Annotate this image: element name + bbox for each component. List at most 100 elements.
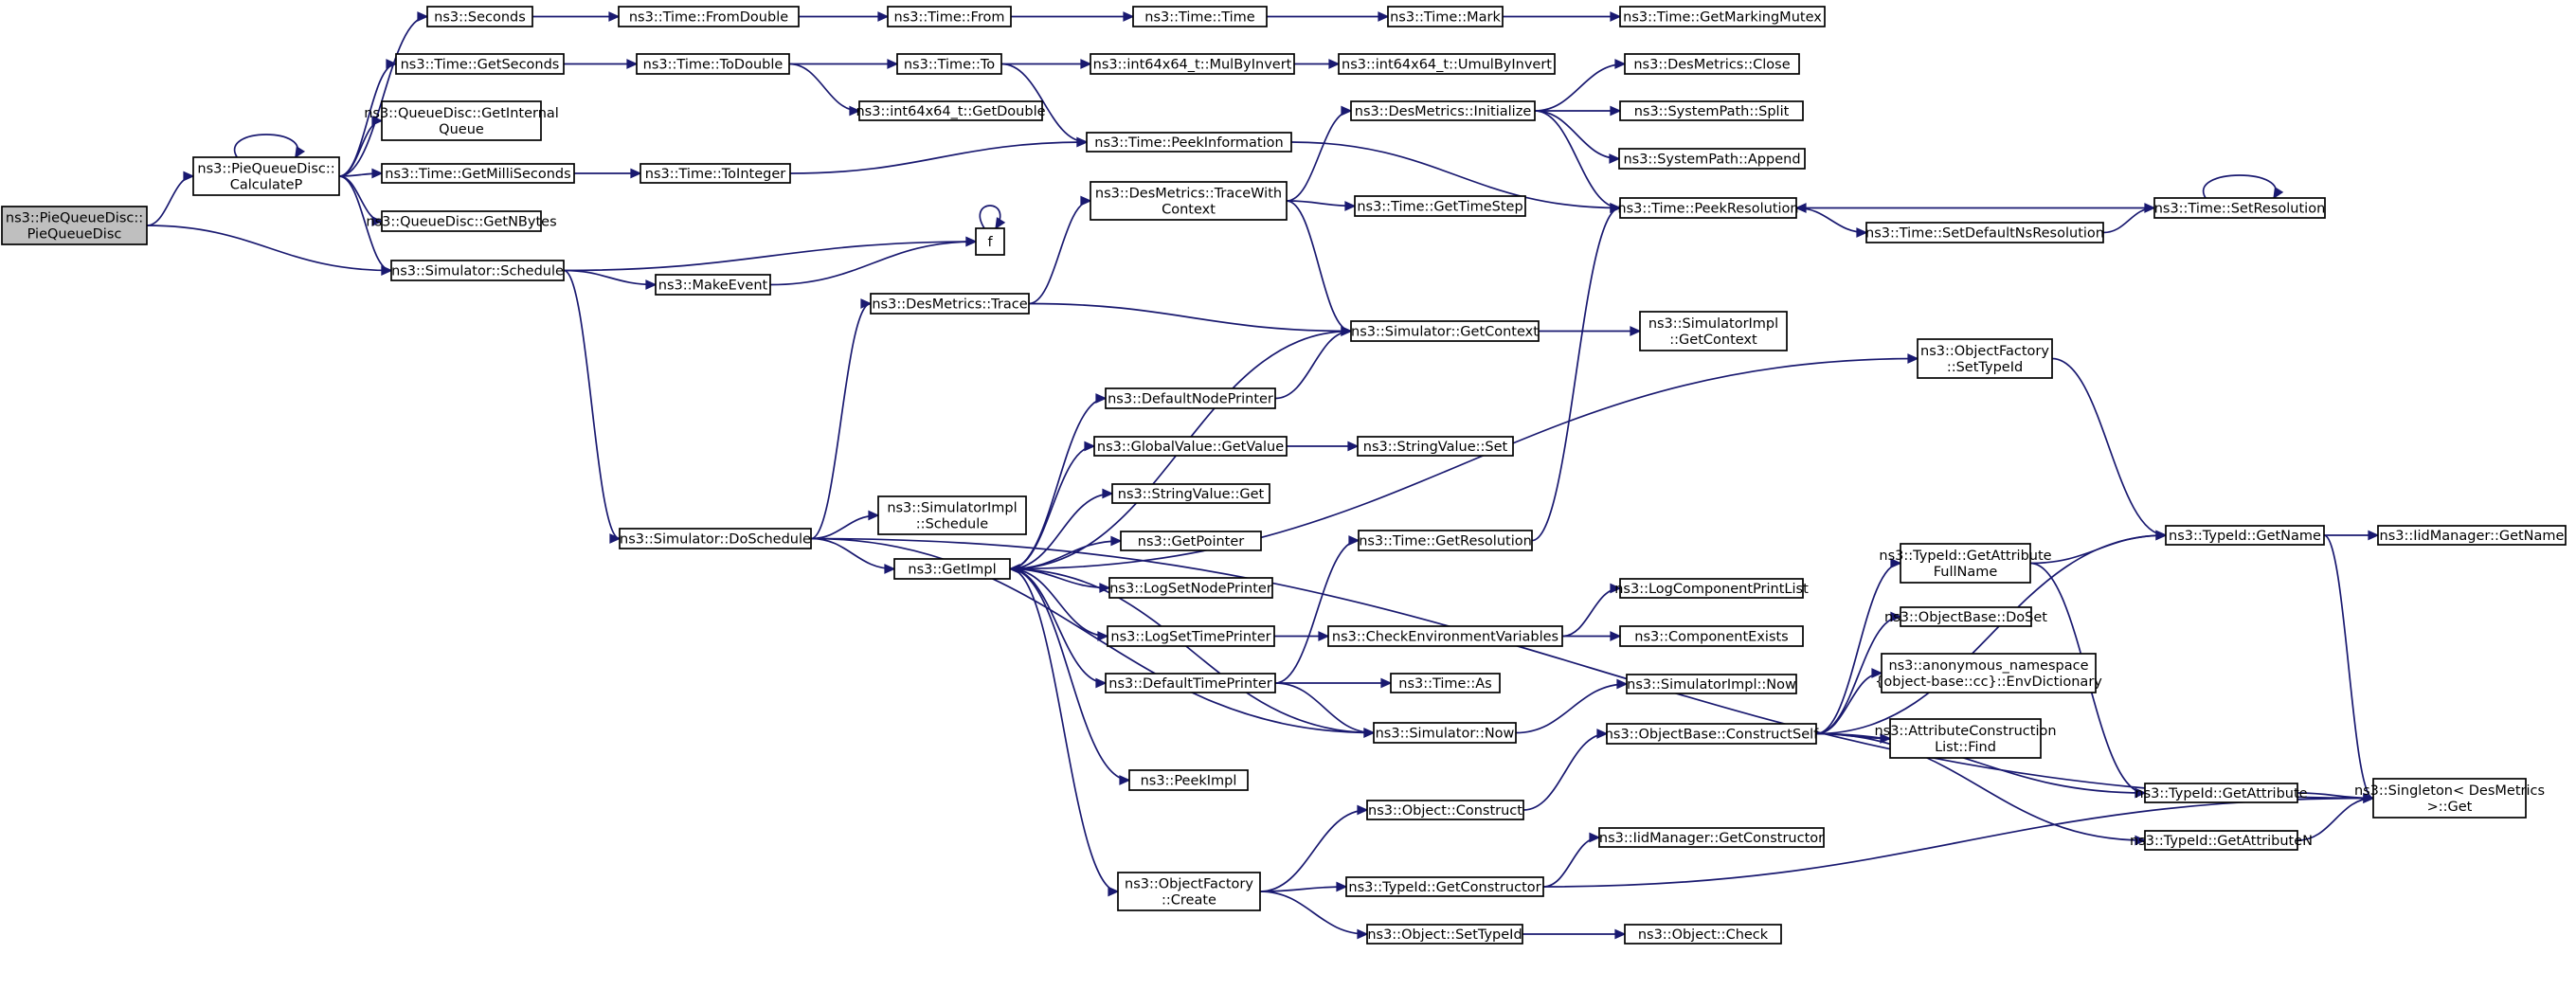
node-box: [893, 558, 1011, 580]
node-label: ns3::Time::GetMarkingMutex: [1623, 10, 1822, 26]
node-box: [877, 495, 1027, 535]
node-svset[interactable]: ns3::StringValue::Set: [1357, 436, 1514, 457]
node-peekinfo[interactable]: ns3::Time::PeekInformation: [1086, 132, 1292, 153]
node-umulbyinvert[interactable]: ns3::int64x64_t::UmulByInvert: [1338, 53, 1556, 75]
node-objsettypeid[interactable]: ns3::Object::SetTypeId: [1366, 924, 1523, 945]
node-f[interactable]: f: [975, 227, 1005, 256]
node-makeevent[interactable]: ns3::MakeEvent: [655, 274, 771, 296]
node-iidgetname[interactable]: ns3::IidManager::GetName: [2377, 525, 2567, 546]
node-dminit[interactable]: ns3::DesMetrics::Initialize: [1350, 100, 1536, 121]
node-from[interactable]: ns3::Time::From: [887, 6, 1012, 27]
edge-line: [1259, 891, 1368, 935]
edge-seconds-to-fromdouble: [532, 11, 621, 22]
node-gettimestep[interactable]: ns3::Time::GetTimeStep: [1354, 195, 1526, 217]
node-dmclose[interactable]: ns3::DesMetrics::Close: [1624, 53, 1800, 75]
node-getnbytes[interactable]: ns3::QueueDisc::GetNBytes: [366, 210, 557, 232]
node-iidgetctor[interactable]: ns3::IidManager::GetConstructor: [1598, 827, 1825, 848]
edge-obconstructself-to-tidgetattrfull: [1815, 558, 1902, 735]
edge-line: [1561, 587, 1621, 638]
node-compexists[interactable]: ns3::ComponentExists: [1619, 625, 1804, 647]
node-setres[interactable]: ns3::Time::SetResolution: [2153, 197, 2326, 219]
node-dmtrace[interactable]: ns3::DesMetrics::Trace: [870, 293, 1030, 315]
edge-doschedule-to-dmtrace: [810, 298, 873, 540]
node-timegetres[interactable]: ns3::Time::GetResolution: [1358, 530, 1533, 551]
node-obconstructself[interactable]: ns3::ObjectBase::ConstructSelf: [1605, 723, 1819, 745]
node-getpointer[interactable]: ns3::GetPointer: [1120, 531, 1262, 551]
node-simimplgetcontext[interactable]: ns3::SimulatorImpl::GetContext: [1639, 311, 1788, 351]
edge-line: [1028, 302, 1352, 333]
node-getmarkingmutex[interactable]: ns3::Time::GetMarkingMutex: [1619, 6, 1826, 27]
node-getseconds[interactable]: ns3::Time::GetSeconds: [395, 53, 565, 75]
node-box: [1354, 195, 1526, 217]
node-schedule[interactable]: ns3::Simulator::Schedule: [390, 260, 565, 281]
node-todouble[interactable]: ns3::Time::ToDouble: [636, 53, 790, 75]
node-box: [1366, 924, 1523, 945]
node-box: [1111, 483, 1270, 504]
node-label: ns3::StringValue::Set: [1363, 440, 1508, 455]
node-peekres[interactable]: ns3::Time::PeekResolution: [1617, 197, 1799, 219]
node-simimplschedule[interactable]: ns3::SimulatorImpl::Schedule: [877, 495, 1027, 535]
edge-arrowhead: [849, 105, 861, 117]
node-svget[interactable]: ns3::StringValue::Get: [1111, 483, 1270, 504]
node-checkenv[interactable]: ns3::CheckEnvironmentVariables: [1327, 625, 1563, 647]
node-tidgetname[interactable]: ns3::TypeId::GetName: [2165, 525, 2325, 546]
edge-arrowhead: [1614, 59, 1627, 69]
node-calcp[interactable]: ns3::PieQueueDisc::CalculateP: [192, 156, 340, 196]
node-ofcreate[interactable]: ns3::ObjectFactory::Create: [1117, 872, 1261, 911]
node-singleton[interactable]: ns3::Singleton< DesMetrics>::Get: [2354, 778, 2545, 819]
node-envdict[interactable]: ns3::anonymous_namespace{object-base::cc…: [1875, 653, 2102, 693]
edge-arrowhead: [1907, 353, 1919, 364]
node-simgetcontext[interactable]: ns3::Simulator::GetContext: [1350, 320, 1540, 342]
node-timeas[interactable]: ns3::Time::As: [1390, 673, 1501, 693]
node-tidgetctor[interactable]: ns3::TypeId::GetConstructor: [1345, 876, 1544, 897]
edge-arrowhead: [860, 298, 873, 309]
node-defaultnodeprinter[interactable]: ns3::DefaultNodePrinter: [1105, 387, 1276, 409]
node-mark[interactable]: ns3::Time::Mark: [1387, 6, 1504, 27]
node-defaulttimeprinter[interactable]: ns3::DefaultTimePrinter: [1105, 673, 1276, 693]
node-objconstruct[interactable]: ns3::Object::Construct: [1366, 800, 1524, 820]
edge-setres-to-setres: [2202, 174, 2284, 200]
node-to[interactable]: ns3::Time::To: [896, 53, 1002, 75]
node-fromdouble[interactable]: ns3::Time::FromDouble: [618, 6, 800, 27]
node-box: [1626, 674, 1797, 694]
node-label: ns3::LogComponentPrintList: [1614, 582, 1809, 597]
node-split[interactable]: ns3::SystemPath::Split: [1619, 100, 1804, 121]
node-setdefaultns[interactable]: ns3::Time::SetDefaultNsResolution: [1865, 222, 2104, 243]
node-getmilliseconds[interactable]: ns3::Time::GetMilliSeconds: [381, 163, 575, 184]
node-objcheck[interactable]: ns3::Object::Check: [1624, 924, 1782, 945]
node-time[interactable]: ns3::Time::Time: [1132, 6, 1268, 27]
node-box: [1128, 769, 1249, 791]
node-box: [2372, 778, 2527, 819]
node-gvgetvalue[interactable]: ns3::GlobalValue::GetValue: [1093, 436, 1288, 457]
edge-mulbyinvert-to-umulbyinvert: [1294, 59, 1341, 69]
edge-arrowhead: [1794, 203, 1807, 213]
node-obdoset[interactable]: ns3::ObjectBase::DoSet: [1884, 606, 2047, 627]
node-root[interactable]: ns3::PieQueueDisc::PieQueueDisc: [1, 206, 148, 245]
node-logsetnodeprinter[interactable]: ns3::LogSetNodePrinter: [1108, 577, 1273, 599]
node-label: ns3::DesMetrics::Close: [1633, 58, 1790, 73]
node-logsettimeprinter[interactable]: ns3::LogSetTimePrinter: [1107, 625, 1275, 647]
node-tidgetattr[interactable]: ns3::TypeId::GetAttribute: [2135, 783, 2308, 803]
edge-dmtrace-to-simgetcontext: [1028, 302, 1353, 336]
node-tidgetattrn[interactable]: ns3::TypeId::GetAttributeN: [2130, 830, 2313, 851]
node-box: [1619, 6, 1826, 27]
node-seconds[interactable]: ns3::Seconds: [426, 6, 533, 27]
node-getdouble[interactable]: ns3::int64x64_t::GetDouble: [856, 100, 1046, 121]
edge-line: [1009, 567, 1108, 638]
node-append[interactable]: ns3::SystemPath::Append: [1618, 148, 1806, 170]
node-logcomplist[interactable]: ns3::LogComponentPrintList: [1614, 578, 1809, 599]
edge-arrowhead: [1610, 11, 1622, 22]
node-getimpl[interactable]: ns3::GetImpl: [893, 558, 1011, 580]
node-tointeger[interactable]: ns3::Time::ToInteger: [639, 163, 791, 184]
node-ofsettypeid[interactable]: ns3::ObjectFactory::SetTypeId: [1917, 338, 2053, 379]
edge-line: [788, 63, 860, 112]
node-simimplnow[interactable]: ns3::SimulatorImpl::Now: [1626, 674, 1797, 694]
node-peekimpl[interactable]: ns3::PeekImpl: [1128, 769, 1249, 791]
node-mulbyinvert[interactable]: ns3::int64x64_t::MulByInvert: [1090, 53, 1295, 75]
node-doschedule[interactable]: ns3::Simulator::DoSchedule: [619, 528, 812, 549]
node-simnow[interactable]: ns3::Simulator::Now: [1373, 722, 1517, 744]
